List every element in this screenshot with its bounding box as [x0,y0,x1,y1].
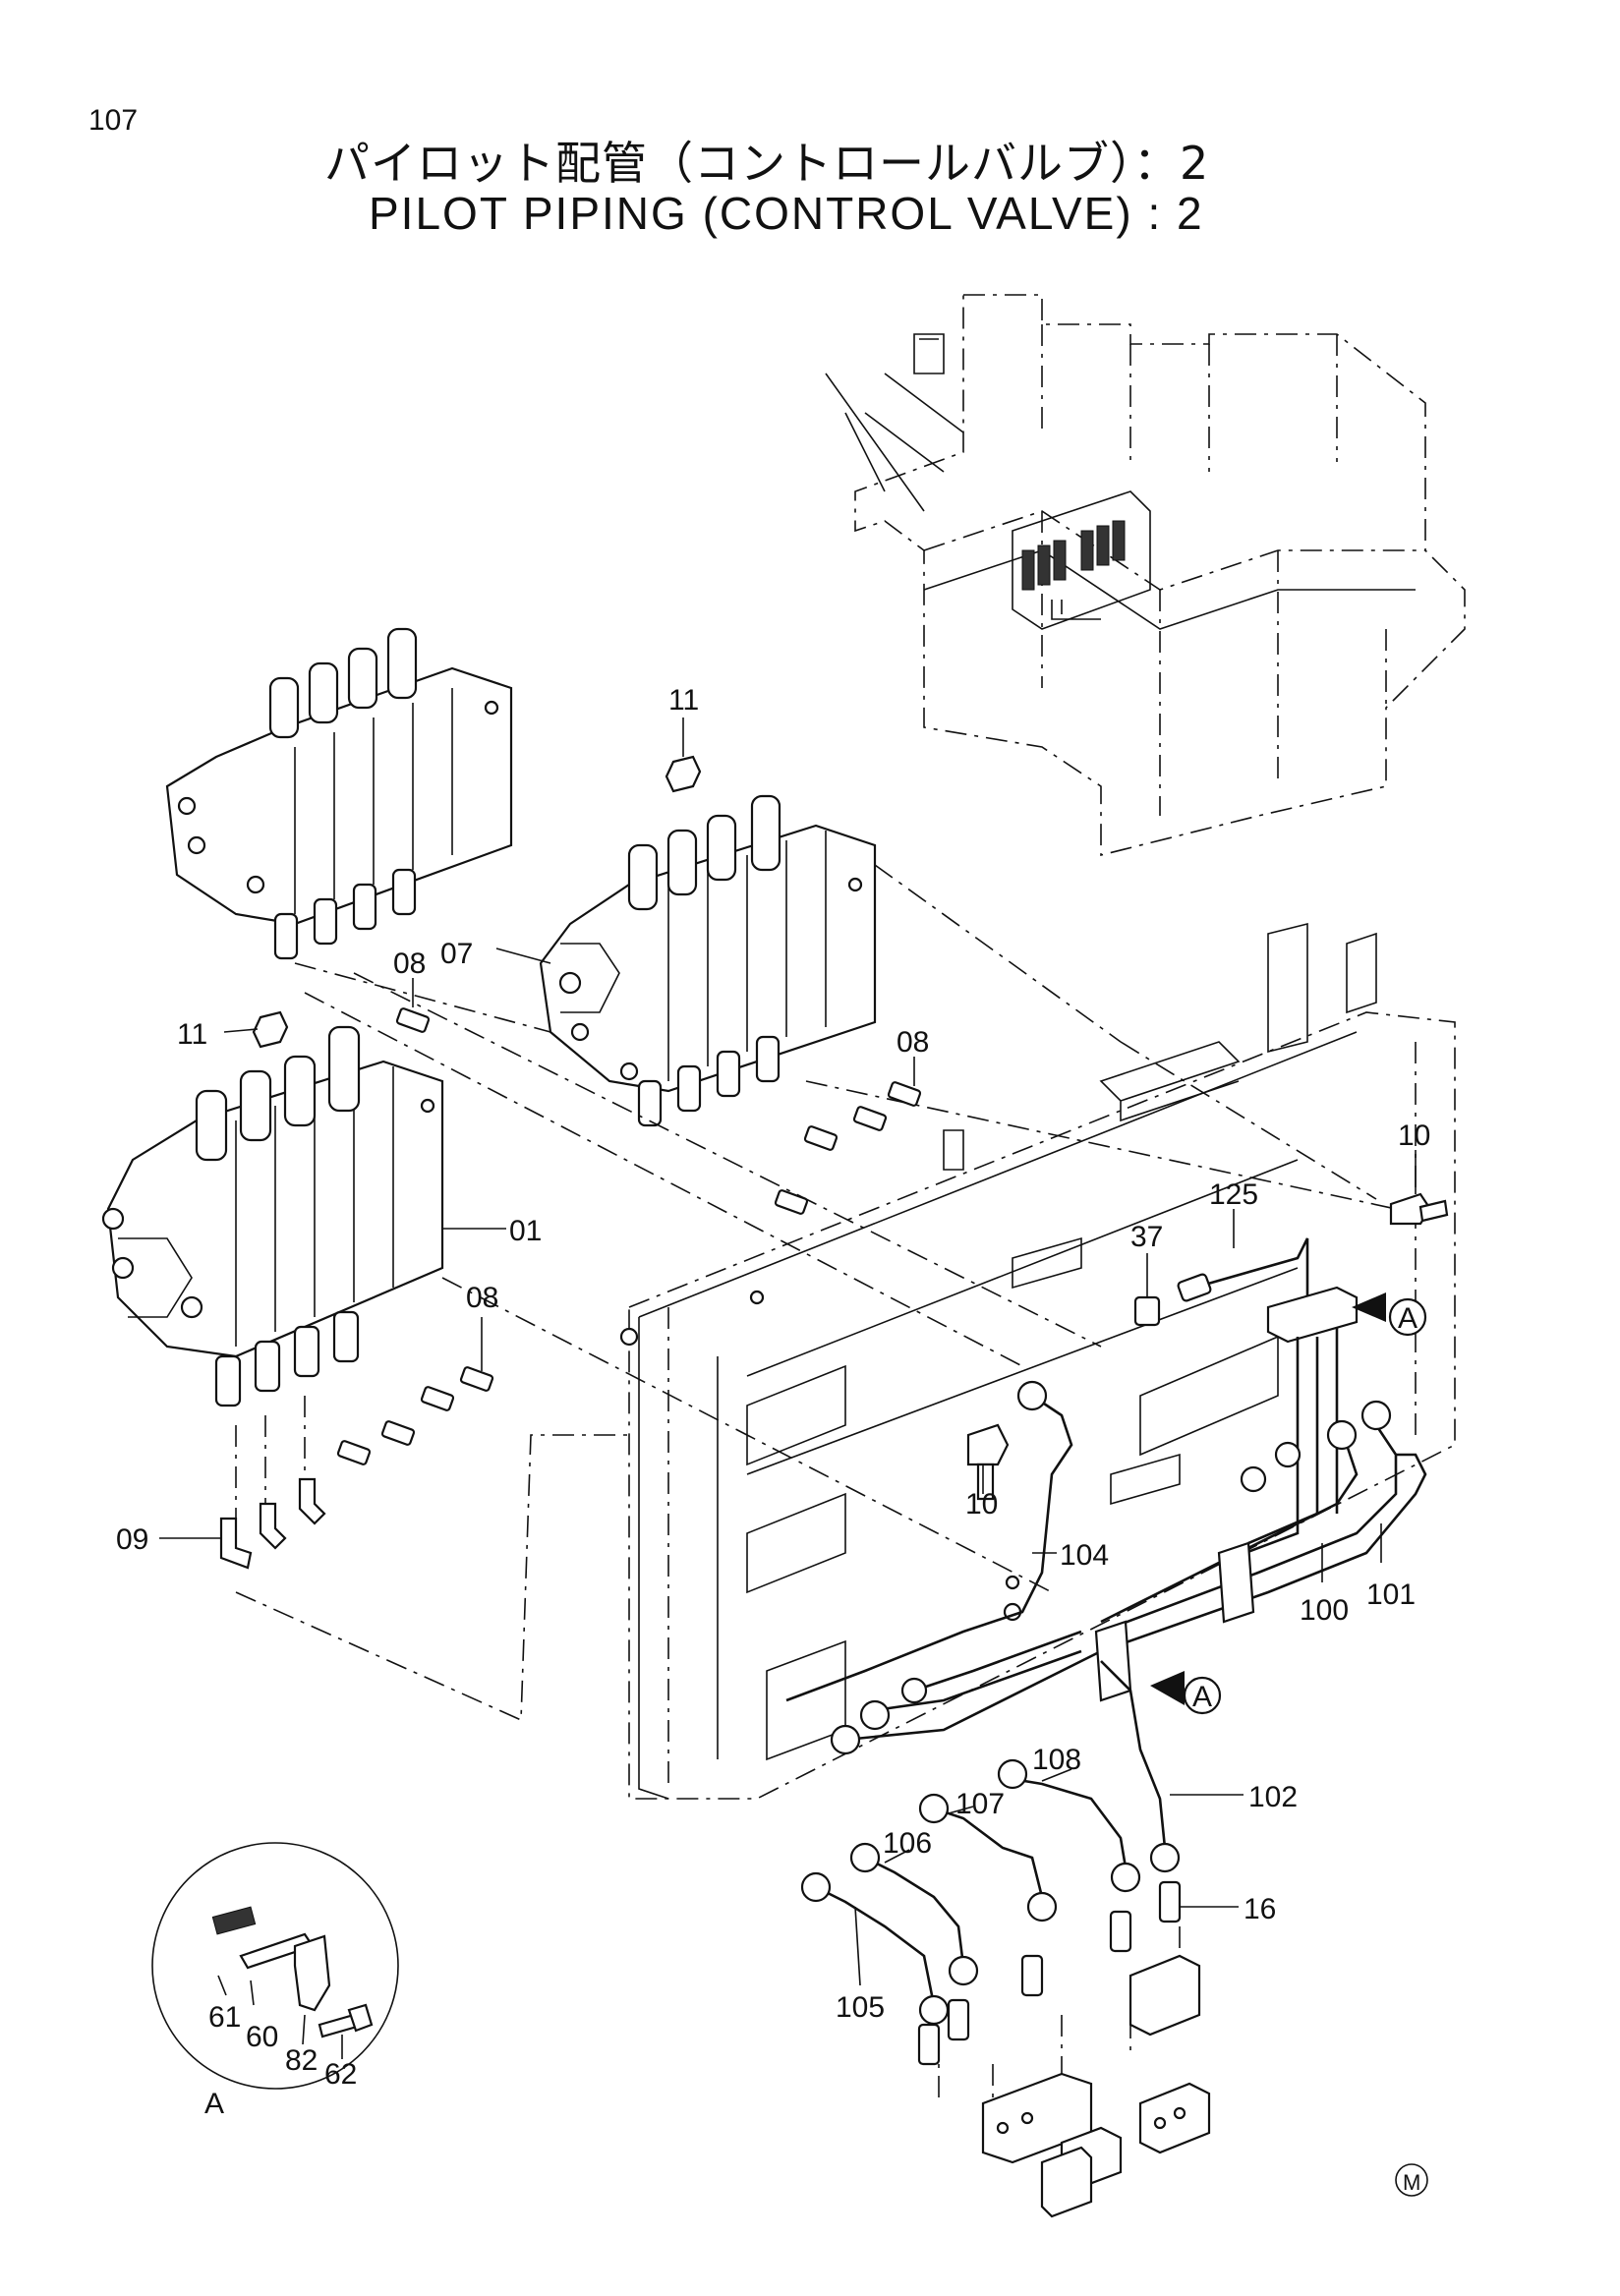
routing-lines [235,864,1397,2133]
callout-108: 108 [1032,1744,1081,1776]
title-japanese: パイロット配管（コントロールバルブ）：2 [324,137,1210,190]
callout-102: 102 [1248,1781,1298,1813]
control-valve-01 [101,1025,444,1407]
lower-valve-blocks [981,1954,1211,2218]
title-english: PILOT PIPING (CONTROL VALVE) : 2 [369,188,1204,239]
callout-60: 60 [246,2021,278,2053]
detail-label-a: A [204,2088,224,2120]
page-number: 107 [88,104,139,137]
pilot-valve-bank [1012,490,1151,630]
callout-08-a: 08 [393,947,426,980]
manual-mark [1395,2163,1428,2197]
view-label-a-right: A [1398,1302,1418,1335]
machine-body [825,294,1466,857]
callout-104: 104 [1060,1539,1109,1572]
callout-09: 09 [116,1523,148,1556]
detail-a-view [151,1842,399,2090]
callout-100: 100 [1300,1594,1349,1627]
callout-82: 82 [285,2044,318,2077]
pilot-hoses [785,1237,1427,2026]
callout-10-right: 10 [1398,1119,1430,1152]
callout-08-b: 08 [897,1026,929,1059]
callout-107: 107 [955,1788,1005,1820]
callout-11-top: 11 [668,684,699,717]
manual-mark-label: M [1403,2170,1420,2195]
view-arrow-a-right [1352,1292,1427,1337]
leader-lines [159,718,1417,1986]
callout-61: 61 [208,2001,241,2034]
callout-08-c: 08 [466,1282,498,1314]
view-arrow-a-lower [1150,1671,1222,1715]
callout-105: 105 [836,1991,885,2024]
callout-101: 101 [1366,1578,1416,1611]
callout-16: 16 [1244,1893,1276,1925]
control-valve-07 [539,794,877,1127]
callout-07: 07 [440,938,473,970]
view-label-a-lower: A [1192,1681,1212,1713]
callout-labels: 11 11 08 07 08 01 08 09 10 125 37 10 104… [116,684,1430,2195]
mounting-frame [619,922,1456,1800]
callout-10-mid: 10 [965,1488,998,1521]
callout-62: 62 [324,2058,357,2091]
callout-125: 125 [1209,1178,1258,1211]
control-valve-upper-left [165,627,513,960]
callout-11-left: 11 [177,1018,207,1051]
callout-106: 106 [883,1827,932,1860]
fittings [219,755,1449,2066]
callout-37: 37 [1130,1221,1163,1253]
callout-01: 01 [509,1215,542,1247]
